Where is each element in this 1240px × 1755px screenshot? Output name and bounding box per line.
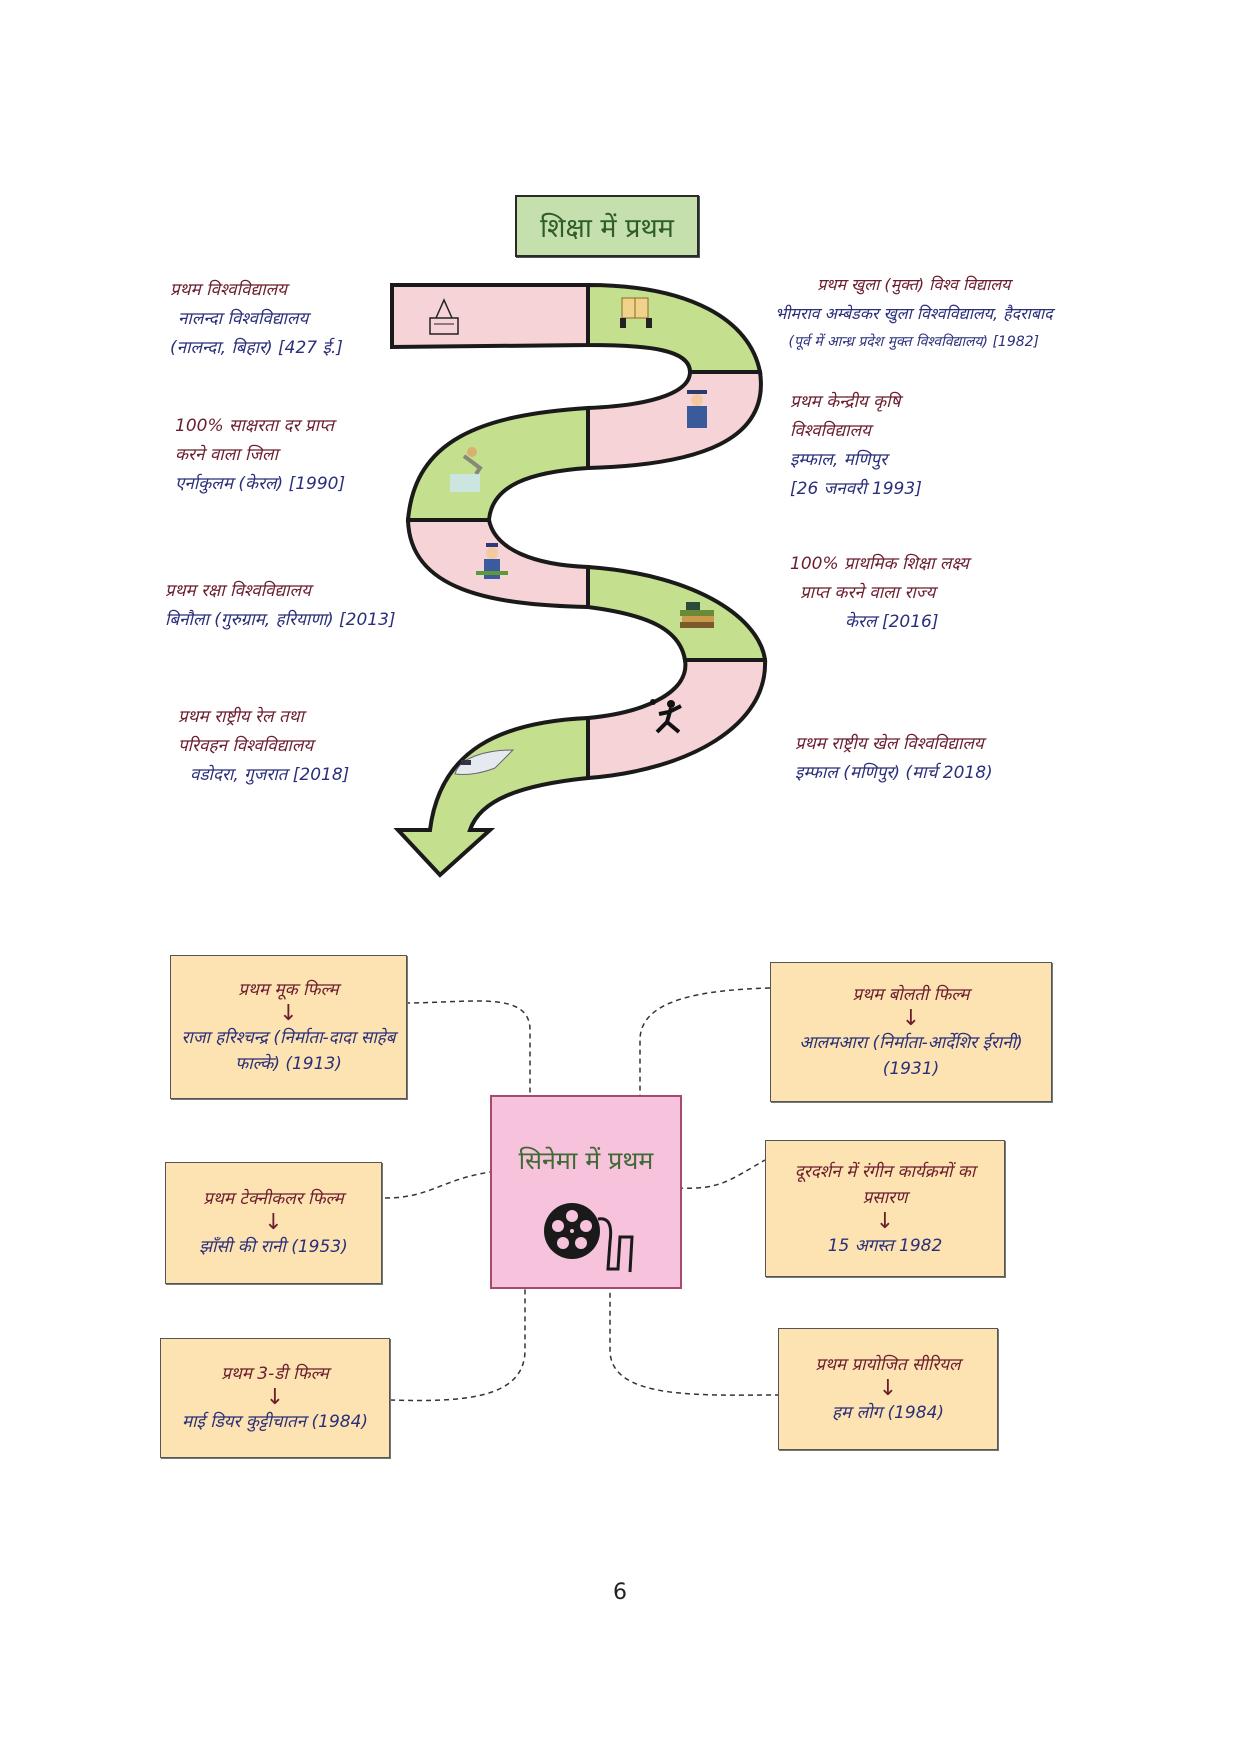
note-defence-university: प्रथम रक्षा विश्वविद्यालय बिनौला (गुरुग्… <box>165 577 396 635</box>
down-arrow-icon: ↓ <box>264 1210 283 1235</box>
note-open-university: प्रथम खुला (मुक्त) विश्व विद्यालय भीमराव… <box>775 270 1053 357</box>
box-heading: प्रथम 3-डी फिल्म <box>221 1364 329 1384</box>
cinema-title: सिनेमा में प्रथम <box>518 1146 654 1175</box>
down-arrow-icon: ↓ <box>901 1006 921 1031</box>
cinema-box-technicolor-film: प्रथम टेक्नीकलर फिल्म ↓ झाँसी की रानी (1… <box>165 1162 382 1284</box>
box-heading: प्रथम बोलती फिल्म <box>852 985 970 1005</box>
box-detail: आलमआरा (निर्माता-आर्देशिर ईरानी) (1931) <box>799 1033 1023 1079</box>
note-sports-university: प्रथम राष्ट्रीय खेल विश्वविद्यालय इम्फाल… <box>795 730 993 788</box>
box-heading: प्रथम प्रायोजित सीरियल <box>815 1355 961 1375</box>
note-detail: इम्फाल (मणिपुर) (मार्च 2018) <box>795 763 993 783</box>
graduate-icon <box>687 390 707 428</box>
note-heading: करने वाला जिला <box>175 445 278 465</box>
down-arrow-icon: ↓ <box>279 1001 298 1026</box>
runner-icon <box>650 699 682 734</box>
box-detail: हम लोग (1984) <box>831 1403 945 1423</box>
down-arrow-icon: ↓ <box>878 1376 898 1401</box>
path-segment-8 <box>393 715 590 878</box>
note-detail: इम्फाल, मणिपुर <box>790 450 888 470</box>
box-heading: दूरदर्शन में रंगीन कार्यक्रमों का प्रसार… <box>794 1161 976 1208</box>
note-detail: नालन्दा विश्वविद्यालय <box>178 309 309 329</box>
note-detail: भीमराव अम्बेडकर खुला विश्वविद्यालय, हैदर… <box>775 304 1053 323</box>
note-heading: विश्वविद्यालय <box>790 421 871 441</box>
note-literacy-district: 100% साक्षरता दर प्राप्त करने वाला जिला … <box>175 412 345 499</box>
cinema-connectors <box>384 987 781 1402</box>
note-detail: केरल [2016] <box>845 612 939 632</box>
box-heading: प्रथम टेक्नीकलर फिल्म <box>203 1189 344 1209</box>
box-heading: प्रथम मूक फिल्म <box>238 980 339 1000</box>
down-arrow-icon: ↓ <box>875 1208 895 1234</box>
note-agri-university: प्रथम केन्द्रीय कृषि विश्वविद्यालय इम्फा… <box>790 388 922 504</box>
cinema-box-sponsored-serial: प्रथम प्रायोजित सीरियल ↓ हम लोग (1984) <box>778 1328 998 1450</box>
box-detail: माई डियर कुट्टीचातन (1984) <box>181 1412 369 1432</box>
farmer-icon <box>450 447 483 492</box>
note-heading: प्रथम विश्वविद्यालय <box>170 280 287 300</box>
note-detail: (पूर्व में आन्ध्र प्रदेश मुक्त विश्वविद्… <box>788 334 1040 350</box>
box-detail: राजा हरिश्चन्द्र (निर्माता-दादा साहेब फा… <box>181 1028 396 1074</box>
note-detail: एर्नाकुलम (केरल) [1990] <box>175 474 346 494</box>
cinema-box-talkie-film: प्रथम बोलती फिल्म ↓ आलमआरा (निर्माता-आर्… <box>770 962 1052 1102</box>
cinema-box-doordarshan-colour: दूरदर्शन में रंगीन कार्यक्रमों का प्रसार… <box>765 1140 1005 1277</box>
film-reel-icon <box>544 1203 634 1273</box>
down-arrow-icon: ↓ <box>265 1385 285 1410</box>
education-title: शिक्षा में प्रथम <box>540 212 674 244</box>
open-book-icon <box>620 297 652 328</box>
temple-icon <box>429 298 459 335</box>
note-detail: बिनौला (गुरुग्राम, हरियाणा) [2013] <box>165 610 396 630</box>
cinema-box-silent-film: प्रथम मूक फिल्म ↓ राजा हरिश्चन्द्र (निर्… <box>170 955 407 1099</box>
note-heading: प्रथम राष्ट्रीय खेल विश्वविद्यालय <box>795 734 984 754</box>
books-icon <box>680 602 714 628</box>
box-detail: झाँसी की रानी (1953) <box>199 1237 348 1257</box>
note-heading: 100% साक्षरता दर प्राप्त <box>175 416 334 436</box>
note-primary-education-state: 100% प्राथमिक शिक्षा लक्ष्य प्राप्त करने… <box>790 550 969 637</box>
train-icon <box>454 749 515 775</box>
note-heading: प्रथम राष्ट्रीय रेल तथा <box>178 707 304 727</box>
note-detail: (नालन्दा, बिहार) [427 ई.] <box>170 338 343 358</box>
page-number: 6 <box>613 1580 627 1605</box>
note-heading: प्रथम खुला (मुक्त) विश्व विद्यालय <box>817 275 1011 294</box>
note-detail: वडोदरा, गुजरात [2018] <box>190 765 350 785</box>
cinema-box-3d-film: प्रथम 3-डी फिल्म ↓ माई डियर कुट्टीचातन (… <box>160 1338 390 1458</box>
cinema-center-box: सिनेमा में प्रथम <box>490 1095 682 1289</box>
note-heading: प्राप्त करने वाला राज्य <box>800 583 936 603</box>
path-segment-7 <box>586 658 768 781</box>
note-heading: 100% प्राथमिक शिक्षा लक्ष्य <box>790 554 969 574</box>
soldier-icon <box>476 543 508 579</box>
education-title-box: शिक्षा में प्रथम <box>515 195 699 257</box>
note-rail-university: प्रथम राष्ट्रीय रेल तथा परिवहन विश्वविद्… <box>178 703 349 790</box>
note-detail: [26 जनवरी 1993] <box>790 479 922 499</box>
note-heading: प्रथम केन्द्रीय कृषि <box>790 392 901 412</box>
note-first-university: प्रथम विश्वविद्यालय नालन्दा विश्वविद्याल… <box>170 276 343 363</box>
box-detail: 15 अगस्त 1982 <box>827 1235 943 1256</box>
note-heading: परिवहन विश्वविद्यालय <box>178 736 314 756</box>
education-path-diagram <box>390 282 768 878</box>
note-heading: प्रथम रक्षा विश्वविद्यालय <box>165 581 311 601</box>
